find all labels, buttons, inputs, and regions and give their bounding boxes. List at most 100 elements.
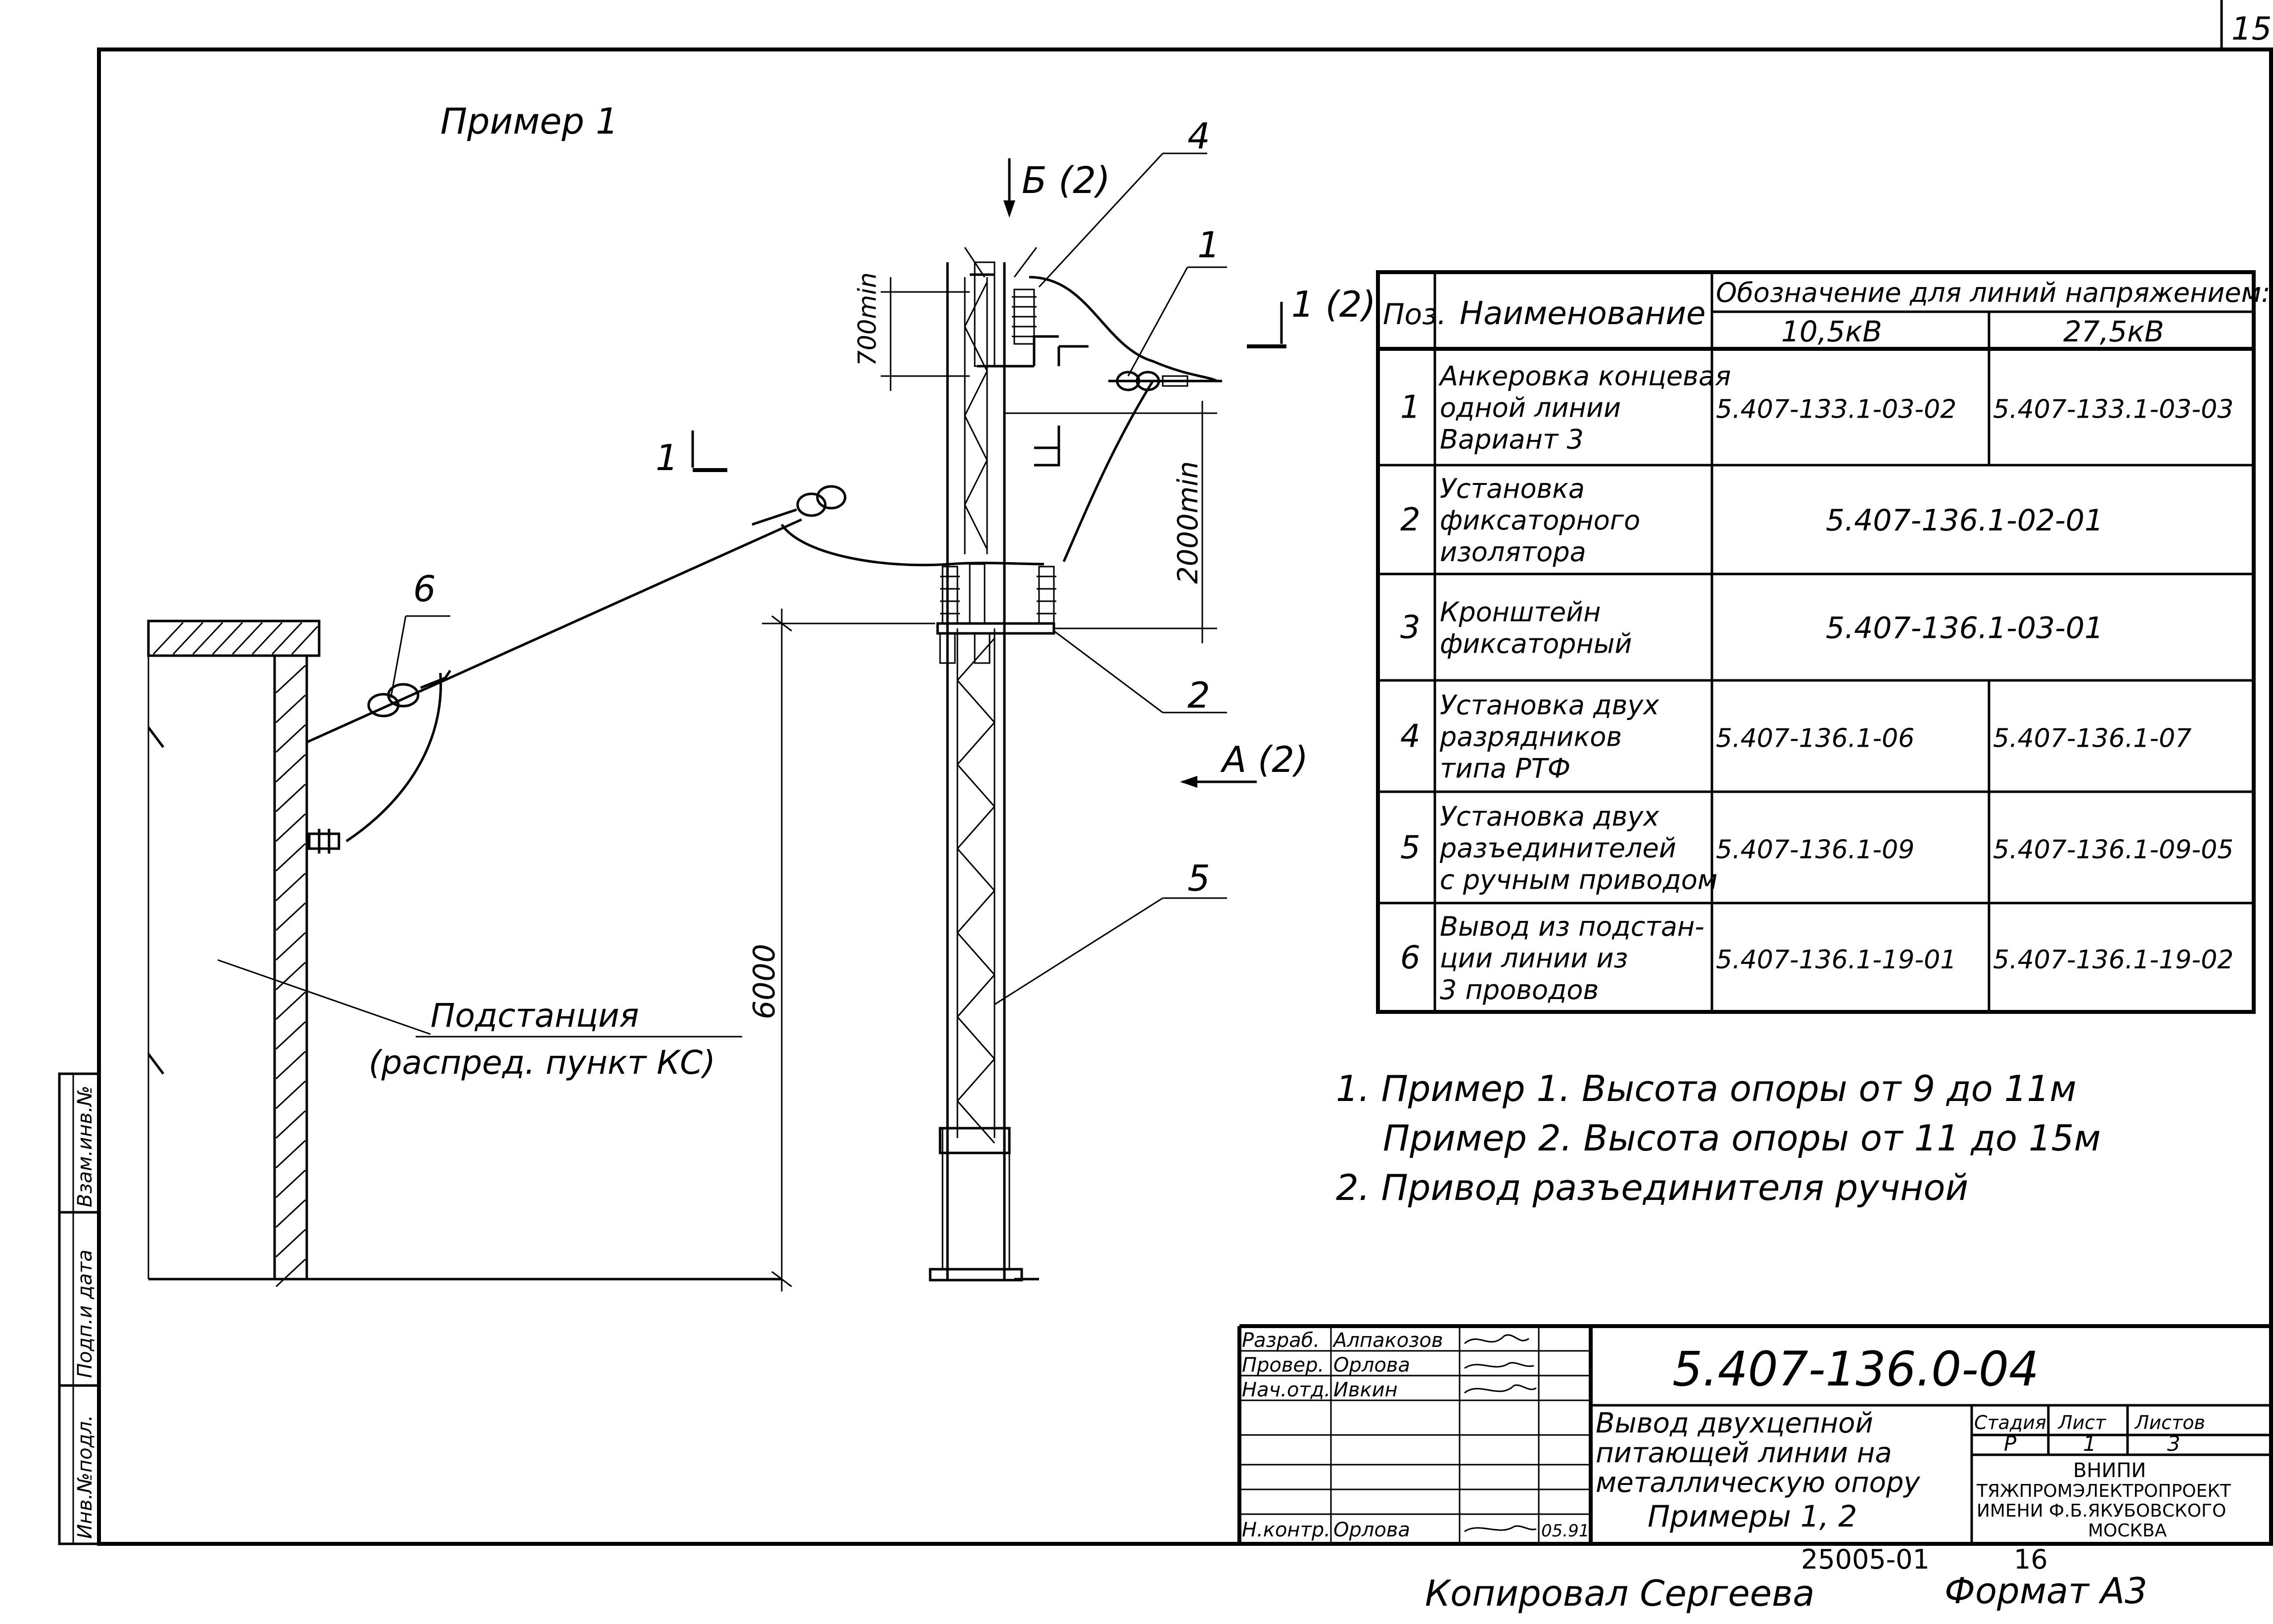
wall-bushing xyxy=(308,829,340,854)
spec-row-name-line: разъединителей xyxy=(1439,833,1676,864)
disconnector-insulators xyxy=(940,563,1056,624)
tb-desc-1: питающей линии на xyxy=(1596,1437,1892,1469)
notes: 1. Пример 1. Высота опоры от 9 до 11м Пр… xyxy=(1336,1068,2101,1208)
tb-role-0: Разраб. xyxy=(1242,1329,1320,1352)
spec-table: Поз. Наименование Обозначение для линий … xyxy=(1376,270,2271,1014)
spec-row-name-line: типа РТФ xyxy=(1440,753,1570,784)
view-arrow-b: Б (2) xyxy=(1003,158,1110,218)
spec-row-designation: 5.407-136.1-02-01 xyxy=(1826,503,2103,538)
note-1: 1. Пример 1. Высота опоры от 9 до 11м xyxy=(1336,1068,2077,1109)
view-arrow-a-label: А (2) xyxy=(1220,739,1308,780)
spec-row-v10: 5.407-136.1-19-01 xyxy=(1716,945,1956,975)
footer-format: Формат А3 xyxy=(1944,1570,2147,1612)
lattice-mast xyxy=(929,262,1023,1282)
spec-row-v27: 5.407-136.1-19-02 xyxy=(1993,945,2233,975)
tb-name-0: Алпакозов xyxy=(1332,1329,1443,1352)
tb-org-1: ТЯЖПРОМЭЛЕКТРОПРОЕКТ xyxy=(1976,1481,2231,1501)
dimension-700: 700min xyxy=(853,272,970,391)
page-number: 15 xyxy=(2231,11,2272,48)
tb-name-1: Орлова xyxy=(1333,1354,1410,1377)
insulator-string-top xyxy=(1116,371,1188,391)
feeder-wires xyxy=(306,276,1222,843)
substation-label-line1: Подстанция xyxy=(430,997,639,1035)
side-stamp: Инв.№подл. Подп.и дата Взам.инв.№ xyxy=(58,1072,100,1545)
spec-row-name-line: изолятора xyxy=(1440,536,1586,568)
spec-row-name-line: Анкеровка концевая xyxy=(1438,361,1731,392)
footer-copied: Копировал Сергеева xyxy=(1425,1573,1815,1614)
spec-row-v10: 5.407-136.1-09 xyxy=(1716,835,1914,865)
dimension-700-label: 700min xyxy=(853,272,882,366)
callout-6: 6 xyxy=(390,568,450,698)
spec-header-name: Наименование xyxy=(1460,295,1705,332)
spec-row-pos: 2 xyxy=(1400,502,1421,538)
spec-header-10kv: 10,5кВ xyxy=(1781,315,1882,348)
footer: Копировал Сергеева 25005-01 16 Формат А3 xyxy=(1425,1544,2147,1614)
tb-sheet-label: Лист xyxy=(2057,1412,2107,1433)
title-block: Разраб. Алпакозов Провер. Орлова Нач.отд… xyxy=(1237,1324,2271,1544)
spec-row-name-line: одной линии xyxy=(1440,392,1621,424)
section-mark-right-label: 1 (2) xyxy=(1291,284,1376,325)
dimension-2000: 2000min xyxy=(1004,401,1217,643)
stamp-inv-podl: Инв.№подл. xyxy=(74,1415,96,1539)
sheet-frame: 15 xyxy=(97,0,2273,1546)
tb-sheet: 1 xyxy=(2083,1432,2096,1456)
spec-row-name-line: 3 проводов xyxy=(1440,974,1599,1005)
tb-org-2: ИМЕНИ Ф.Б.ЯКУБОВСКОГО xyxy=(1977,1501,2226,1521)
callout-1-label: 1 xyxy=(1197,224,1220,266)
spec-row-name-line: фиксаторный xyxy=(1440,628,1632,660)
dimension-2000-label: 2000min xyxy=(1172,461,1204,584)
insulator-string-mid xyxy=(752,485,847,526)
callout-4: 4 xyxy=(1038,115,1210,288)
tb-desc-2: металлическую опору xyxy=(1596,1467,1921,1499)
spec-row-name-line: Кронштейн xyxy=(1440,597,1601,628)
tb-desc-0: Вывод двухцепной xyxy=(1596,1407,1873,1439)
stamp-podp-data: Подп.и дата xyxy=(74,1249,96,1378)
callout-2: 2 xyxy=(1053,630,1227,716)
tb-org-3: МОСКВА xyxy=(2088,1521,2167,1541)
example-title: Пример 1 xyxy=(440,100,618,142)
insulator-string-wall xyxy=(367,669,452,717)
spec-row-name-line: ции линии из xyxy=(1440,943,1628,974)
dimension-6000-label: 6000 xyxy=(747,944,782,1019)
tb-stage-label: Стадия xyxy=(1974,1412,2046,1433)
spec-row-pos: 3 xyxy=(1400,610,1421,646)
spec-row-v10: 5.407-133.1-03-02 xyxy=(1716,395,1956,425)
section-mark-left: 1 xyxy=(656,430,727,478)
spec-header-pos: Поз. xyxy=(1383,297,1446,331)
note-1b: Пример 2. Высота опоры от 11 до 15м xyxy=(1383,1117,2101,1159)
tb-desc-3: Примеры 1, 2 xyxy=(1648,1499,1857,1534)
tb-role-1: Провер. xyxy=(1242,1354,1324,1377)
fixator-bracket xyxy=(936,622,1055,664)
footer-archive-page: 16 xyxy=(2014,1544,2048,1575)
dimension-6000: 6000 xyxy=(747,609,935,1291)
spec-row-name-line: Установка двух xyxy=(1440,801,1659,832)
spec-row-name-line: Установка двух xyxy=(1440,690,1659,721)
callout-2-label: 2 xyxy=(1187,674,1210,716)
spec-row-name-line: Вариант 3 xyxy=(1440,424,1584,455)
top-arresters xyxy=(964,247,1089,449)
signatures xyxy=(1464,1334,1537,1532)
tb-doc-number: 5.407-136.0-04 xyxy=(1672,1341,2039,1397)
note-2: 2. Привод разъединителя ручной xyxy=(1336,1167,1968,1208)
callout-4-label: 4 xyxy=(1187,115,1210,157)
substation-label: Подстанция (распред. пункт КС) xyxy=(217,959,742,1082)
spec-row-pos: 1 xyxy=(1400,389,1421,426)
spec-row-name-line: Установка xyxy=(1440,473,1585,504)
spec-row-v27: 5.407-136.1-07 xyxy=(1993,724,2191,754)
callout-6-label: 6 xyxy=(413,568,436,610)
tb-date-3: 05.91 xyxy=(1541,1521,1589,1541)
spec-row-v27: 5.407-133.1-03-03 xyxy=(1993,395,2233,425)
tb-sheets: 3 xyxy=(2167,1432,2180,1456)
tb-name-2: Ивкин xyxy=(1333,1379,1398,1401)
callout-5-label: 5 xyxy=(1187,858,1210,899)
callout-1: 1 xyxy=(1127,224,1227,377)
tb-org-0: ВНИПИ xyxy=(2073,1459,2146,1482)
tb-name-3: Орлова xyxy=(1333,1519,1410,1541)
spec-row-name-line: Вывод из подстан- xyxy=(1440,911,1705,942)
spec-header-27kv: 27,5кВ xyxy=(2063,315,2164,348)
footer-archive: 25005-01 xyxy=(1801,1544,1930,1575)
spec-header-designation: Обозначение для линий напряжением: xyxy=(1716,277,2271,308)
tb-sheets-label: Листов xyxy=(2134,1412,2205,1433)
substation-label-line2: (распред. пункт КС) xyxy=(369,1044,715,1082)
